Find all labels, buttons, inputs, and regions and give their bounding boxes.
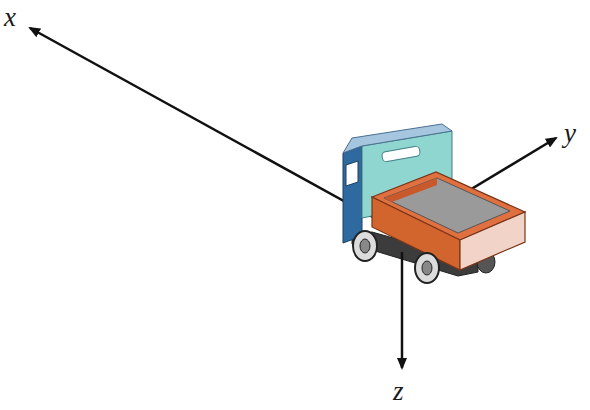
cab-side-window xyxy=(381,146,420,162)
bed-side xyxy=(372,197,460,270)
cab-roof xyxy=(343,124,452,153)
bed-inner xyxy=(384,178,437,202)
wheel-hub xyxy=(360,239,370,253)
bed-end xyxy=(460,212,525,270)
axis-label: x xyxy=(4,4,16,31)
axis-label: y xyxy=(564,120,576,147)
wheel xyxy=(353,231,377,261)
cab-front xyxy=(343,146,362,243)
cab-window xyxy=(346,161,358,186)
axis-label: z xyxy=(393,378,404,405)
z-axis xyxy=(401,252,404,368)
wheel xyxy=(415,253,439,283)
wheel-hub xyxy=(422,261,432,275)
